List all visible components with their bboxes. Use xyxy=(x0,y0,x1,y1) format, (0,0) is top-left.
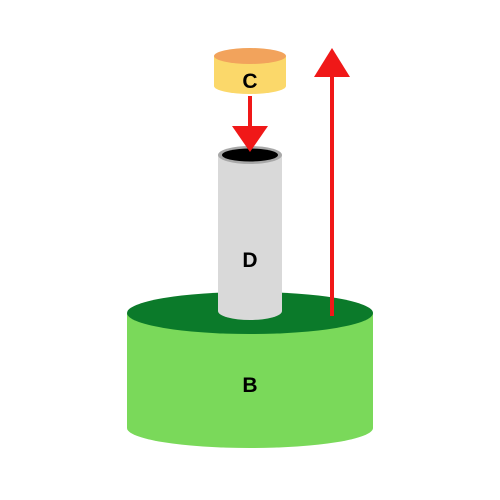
cylinder-d-opening xyxy=(222,148,278,162)
arrow-up-head xyxy=(314,48,350,77)
label-d: D xyxy=(242,249,257,272)
arrow-up-icon xyxy=(314,48,350,316)
arrow-down-icon xyxy=(232,96,268,152)
cylinder-d-side xyxy=(218,155,282,320)
arrow-down-head xyxy=(232,126,268,152)
cylinder-d xyxy=(218,146,282,320)
cylinder-c xyxy=(214,48,286,94)
label-c: C xyxy=(242,70,257,93)
label-b: B xyxy=(242,374,257,397)
cylinder-b-side xyxy=(127,313,373,448)
cylinder-c-top xyxy=(214,48,286,64)
cylinder-c-side xyxy=(214,56,286,94)
